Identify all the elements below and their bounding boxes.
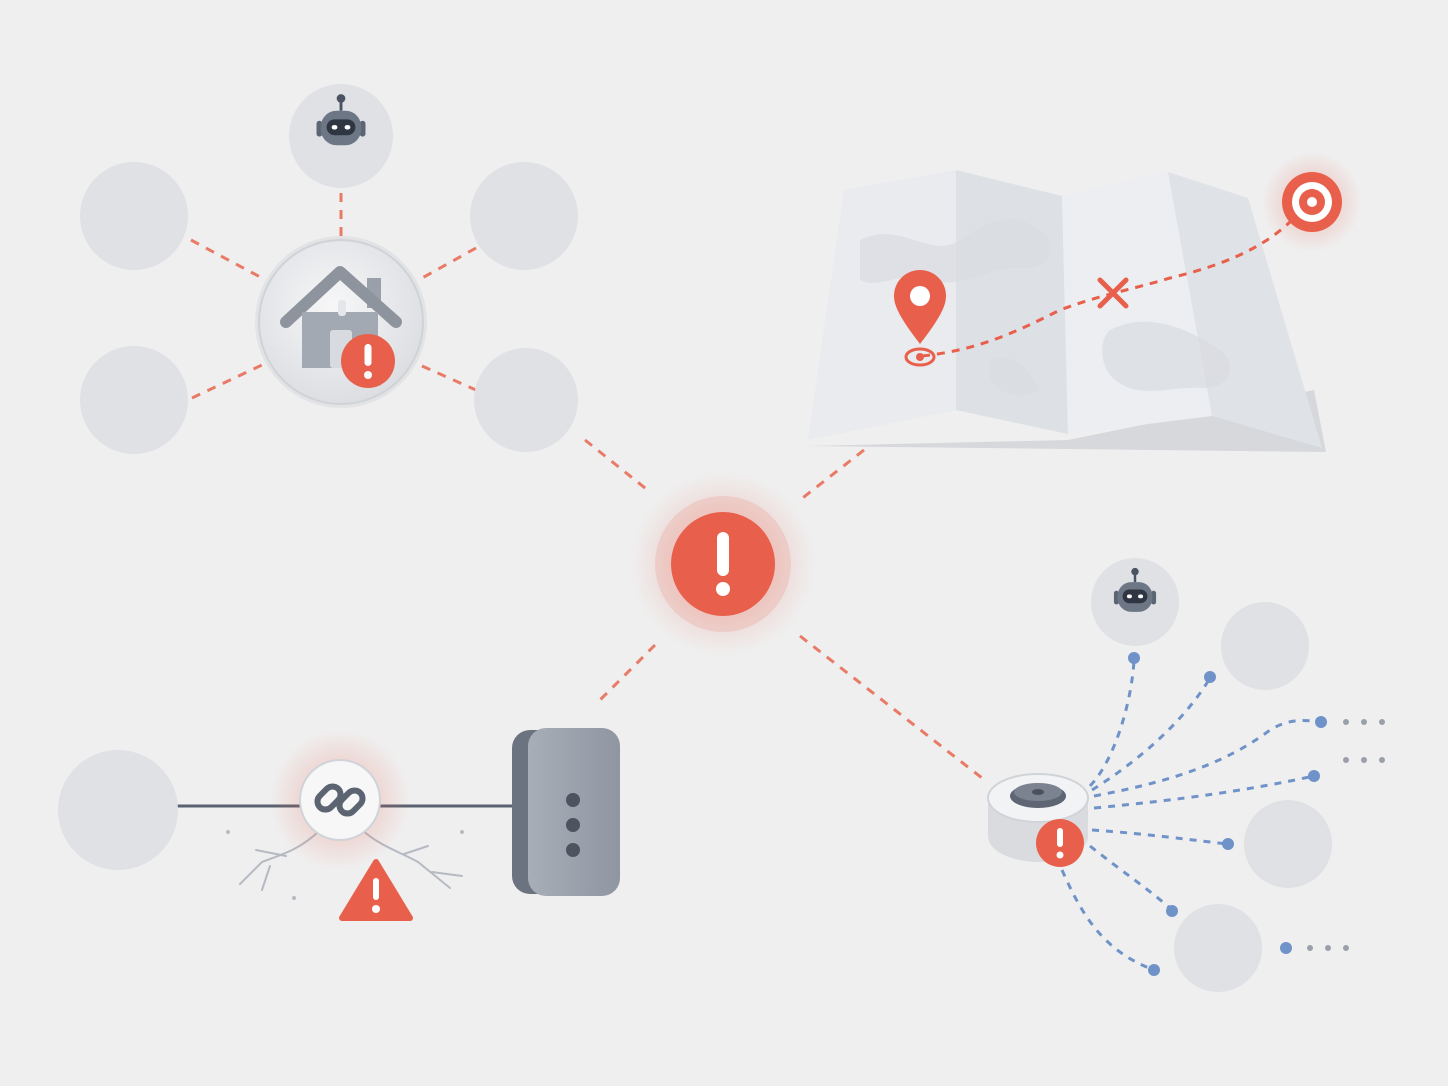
- warning-triangle-icon: [339, 859, 413, 921]
- broken-link-cluster: [58, 728, 620, 921]
- location-pin-icon[interactable]: [894, 270, 946, 367]
- target-icon[interactable]: [1262, 152, 1362, 252]
- exclamation-icon: [1036, 819, 1084, 867]
- link-user3-house: [421, 364, 477, 392]
- link-map-center: [799, 448, 865, 502]
- user-node[interactable]: [1244, 800, 1332, 888]
- map-route-cluster: [808, 152, 1362, 452]
- central-alert[interactable]: [631, 472, 815, 656]
- chain-link-icon[interactable]: [270, 730, 410, 870]
- speaker-disc-icon[interactable]: [987, 773, 1089, 862]
- line-to-hooded: [1091, 677, 1212, 792]
- exclamation-icon: [671, 512, 775, 616]
- hooded-user-node[interactable]: [470, 162, 578, 270]
- house-hub[interactable]: [255, 236, 427, 408]
- line-to-user-2: [1089, 844, 1174, 912]
- x-mark-icon: [1097, 277, 1129, 309]
- user-node[interactable]: [58, 750, 178, 870]
- line-to-user-3: [1060, 869, 1155, 972]
- user-node[interactable]: [1174, 904, 1262, 992]
- line-to-offscreen-2: [1093, 774, 1315, 810]
- robot-node[interactable]: [1091, 558, 1179, 646]
- home-network-cluster: [80, 84, 578, 454]
- line-to-user-1: [1091, 828, 1229, 846]
- link-user1-house: [190, 238, 263, 280]
- user-node[interactable]: [474, 348, 578, 452]
- connectors: [190, 193, 983, 780]
- folded-map: [808, 170, 1326, 452]
- server-icon[interactable]: [512, 728, 620, 896]
- link-center-speaker: [799, 634, 983, 780]
- link-user3-center: [584, 438, 651, 494]
- link-hooded-house: [421, 246, 477, 280]
- broadcast-cluster: [987, 558, 1385, 992]
- link-user2-house: [191, 363, 263, 400]
- link-center-link: [596, 643, 657, 704]
- exclamation-icon: [341, 334, 395, 388]
- user-node[interactable]: [80, 346, 188, 454]
- endpoint-dots: [1128, 652, 1385, 976]
- hooded-user-node[interactable]: [1221, 602, 1309, 690]
- robot-node[interactable]: [289, 84, 393, 188]
- broadcast-lines: [1060, 659, 1321, 972]
- line-to-offscreen-1: [1093, 718, 1321, 798]
- user-node[interactable]: [80, 162, 188, 270]
